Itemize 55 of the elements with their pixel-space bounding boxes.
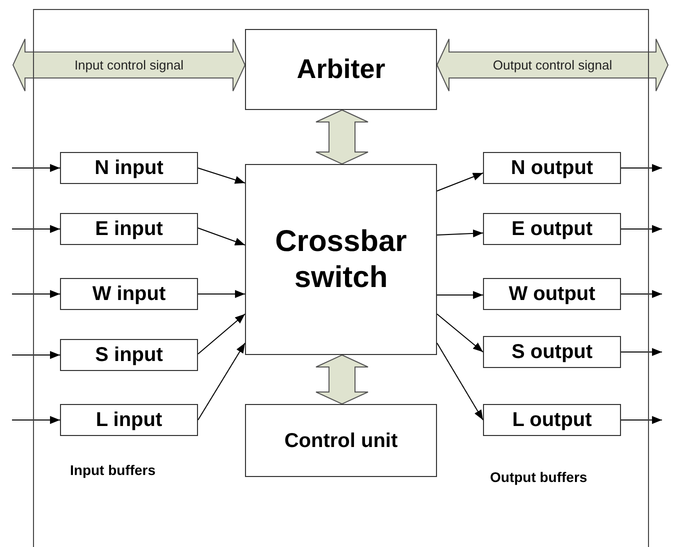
arrow [12,290,60,298]
block-arrow [316,109,368,165]
buffer-box [60,213,198,245]
buffer-box [483,152,621,184]
buffer-box [483,336,621,368]
crossbar-box [245,164,437,355]
buffer-box [483,404,621,436]
router-outline [33,9,649,547]
buffer-box [60,278,198,310]
buffer-box [60,152,198,184]
arrow [12,416,60,424]
block-arrow [316,354,368,405]
node-label: L output [512,408,592,432]
buffer-box [60,339,198,371]
arrow [620,416,662,424]
buffer-box [60,404,198,436]
block-arrow [436,38,669,92]
arrow [436,172,484,192]
edge-label: Input control signal [74,58,184,72]
arrow [436,229,484,238]
buffer-box [483,213,621,245]
buffer-box [483,278,621,310]
arrow [12,164,60,172]
caption-label: Output buffers [490,469,588,485]
node-label: Crossbar switch [274,224,408,296]
node-label: L input [96,408,162,432]
unit-box [245,404,437,477]
arrow [12,351,60,359]
node-label: N input [94,156,164,180]
node-label: Control unit [284,428,398,452]
arrow [198,342,246,420]
caption-label: Input buffers [70,462,156,478]
arrow [198,314,246,354]
arrow [620,164,662,172]
arrow [436,314,484,352]
arrow [198,228,246,246]
node-label: E output [511,217,593,241]
node-label: Arbiter [296,53,386,86]
node-label: S input [95,343,163,367]
arrow [436,342,484,420]
arrow [436,291,484,299]
node-label: N output [510,156,594,180]
arrow [12,225,60,233]
unit-box [245,29,437,110]
node-label: W output [508,282,596,306]
arrow [620,290,662,298]
arrow [198,290,246,298]
node-label: E input [95,217,163,241]
arrow [620,225,662,233]
arrow [198,168,246,184]
node-label: S output [511,340,593,364]
block-arrow [12,38,246,92]
arrow [620,348,662,356]
edge-label: Output control signal [492,58,612,72]
node-label: W input [92,282,166,306]
